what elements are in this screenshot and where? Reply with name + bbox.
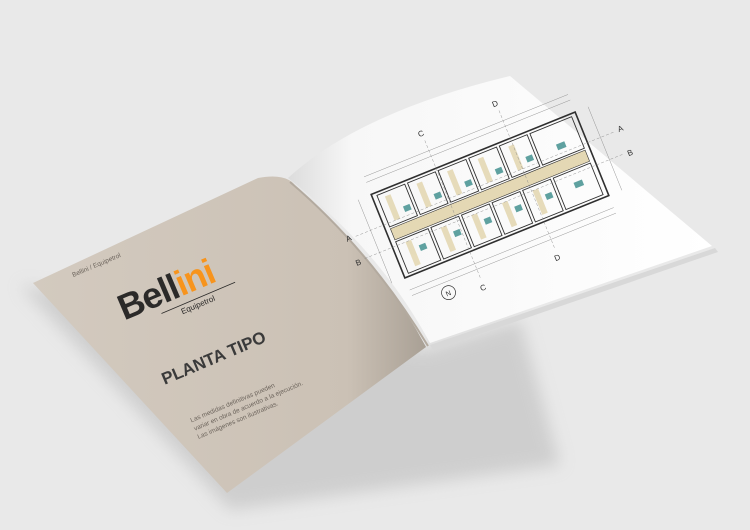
marker-d-top: D (491, 99, 500, 110)
marker-c-bottom: C (479, 282, 488, 293)
spine-fold (289, 181, 429, 347)
lower-units (395, 162, 604, 274)
north-arrow-icon: N (441, 285, 456, 300)
floor-plan: A B A B C D C D N (345, 94, 635, 300)
plan-hatch (384, 144, 548, 267)
marker-b-left: B (354, 258, 362, 268)
plan-fixtures (402, 141, 585, 251)
section-markers: A B A B C D C D (345, 99, 635, 293)
page-edge (430, 248, 718, 350)
left-cover (33, 176, 426, 493)
marker-c-top: C (417, 129, 426, 140)
upper-units (376, 116, 585, 228)
north-label: N (445, 290, 452, 298)
right-page (288, 76, 712, 343)
marker-d-bottom: D (553, 253, 562, 264)
marker-a-left: A (345, 233, 354, 244)
marker-b-right: B (626, 148, 634, 158)
marker-a-right: A (616, 123, 625, 134)
